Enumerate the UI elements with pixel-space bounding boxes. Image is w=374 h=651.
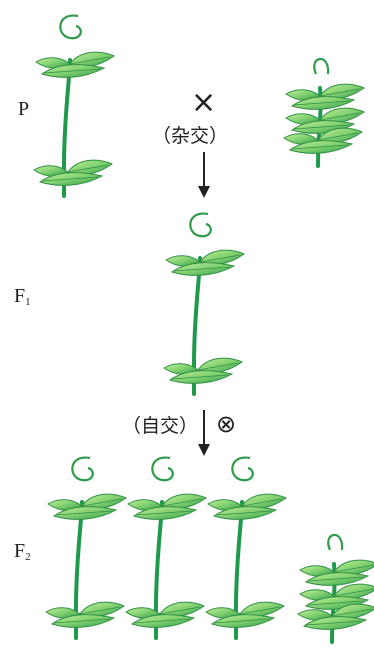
parent-tall-plant	[30, 16, 110, 206]
f2-generation-label: F2	[14, 540, 31, 563]
selfing-label: （自交）	[122, 415, 199, 437]
parent-dwarf-plant	[286, 64, 356, 174]
f2-tall-plant	[42, 458, 122, 648]
f2-tall-plant	[122, 458, 202, 648]
selfing-arrow	[198, 410, 210, 456]
f2-dwarf-plant	[300, 540, 370, 650]
cross-symbol: ×	[191, 85, 217, 120]
selfing-symbol: ⊗	[216, 410, 237, 438]
f2-tall-plant	[202, 458, 282, 648]
f1-tall-plant	[160, 214, 240, 404]
cross-arrow	[198, 152, 210, 198]
cross-label: （杂交）	[152, 125, 229, 147]
f1-generation-label: F1	[14, 285, 31, 308]
p-generation-label: P	[18, 98, 30, 120]
